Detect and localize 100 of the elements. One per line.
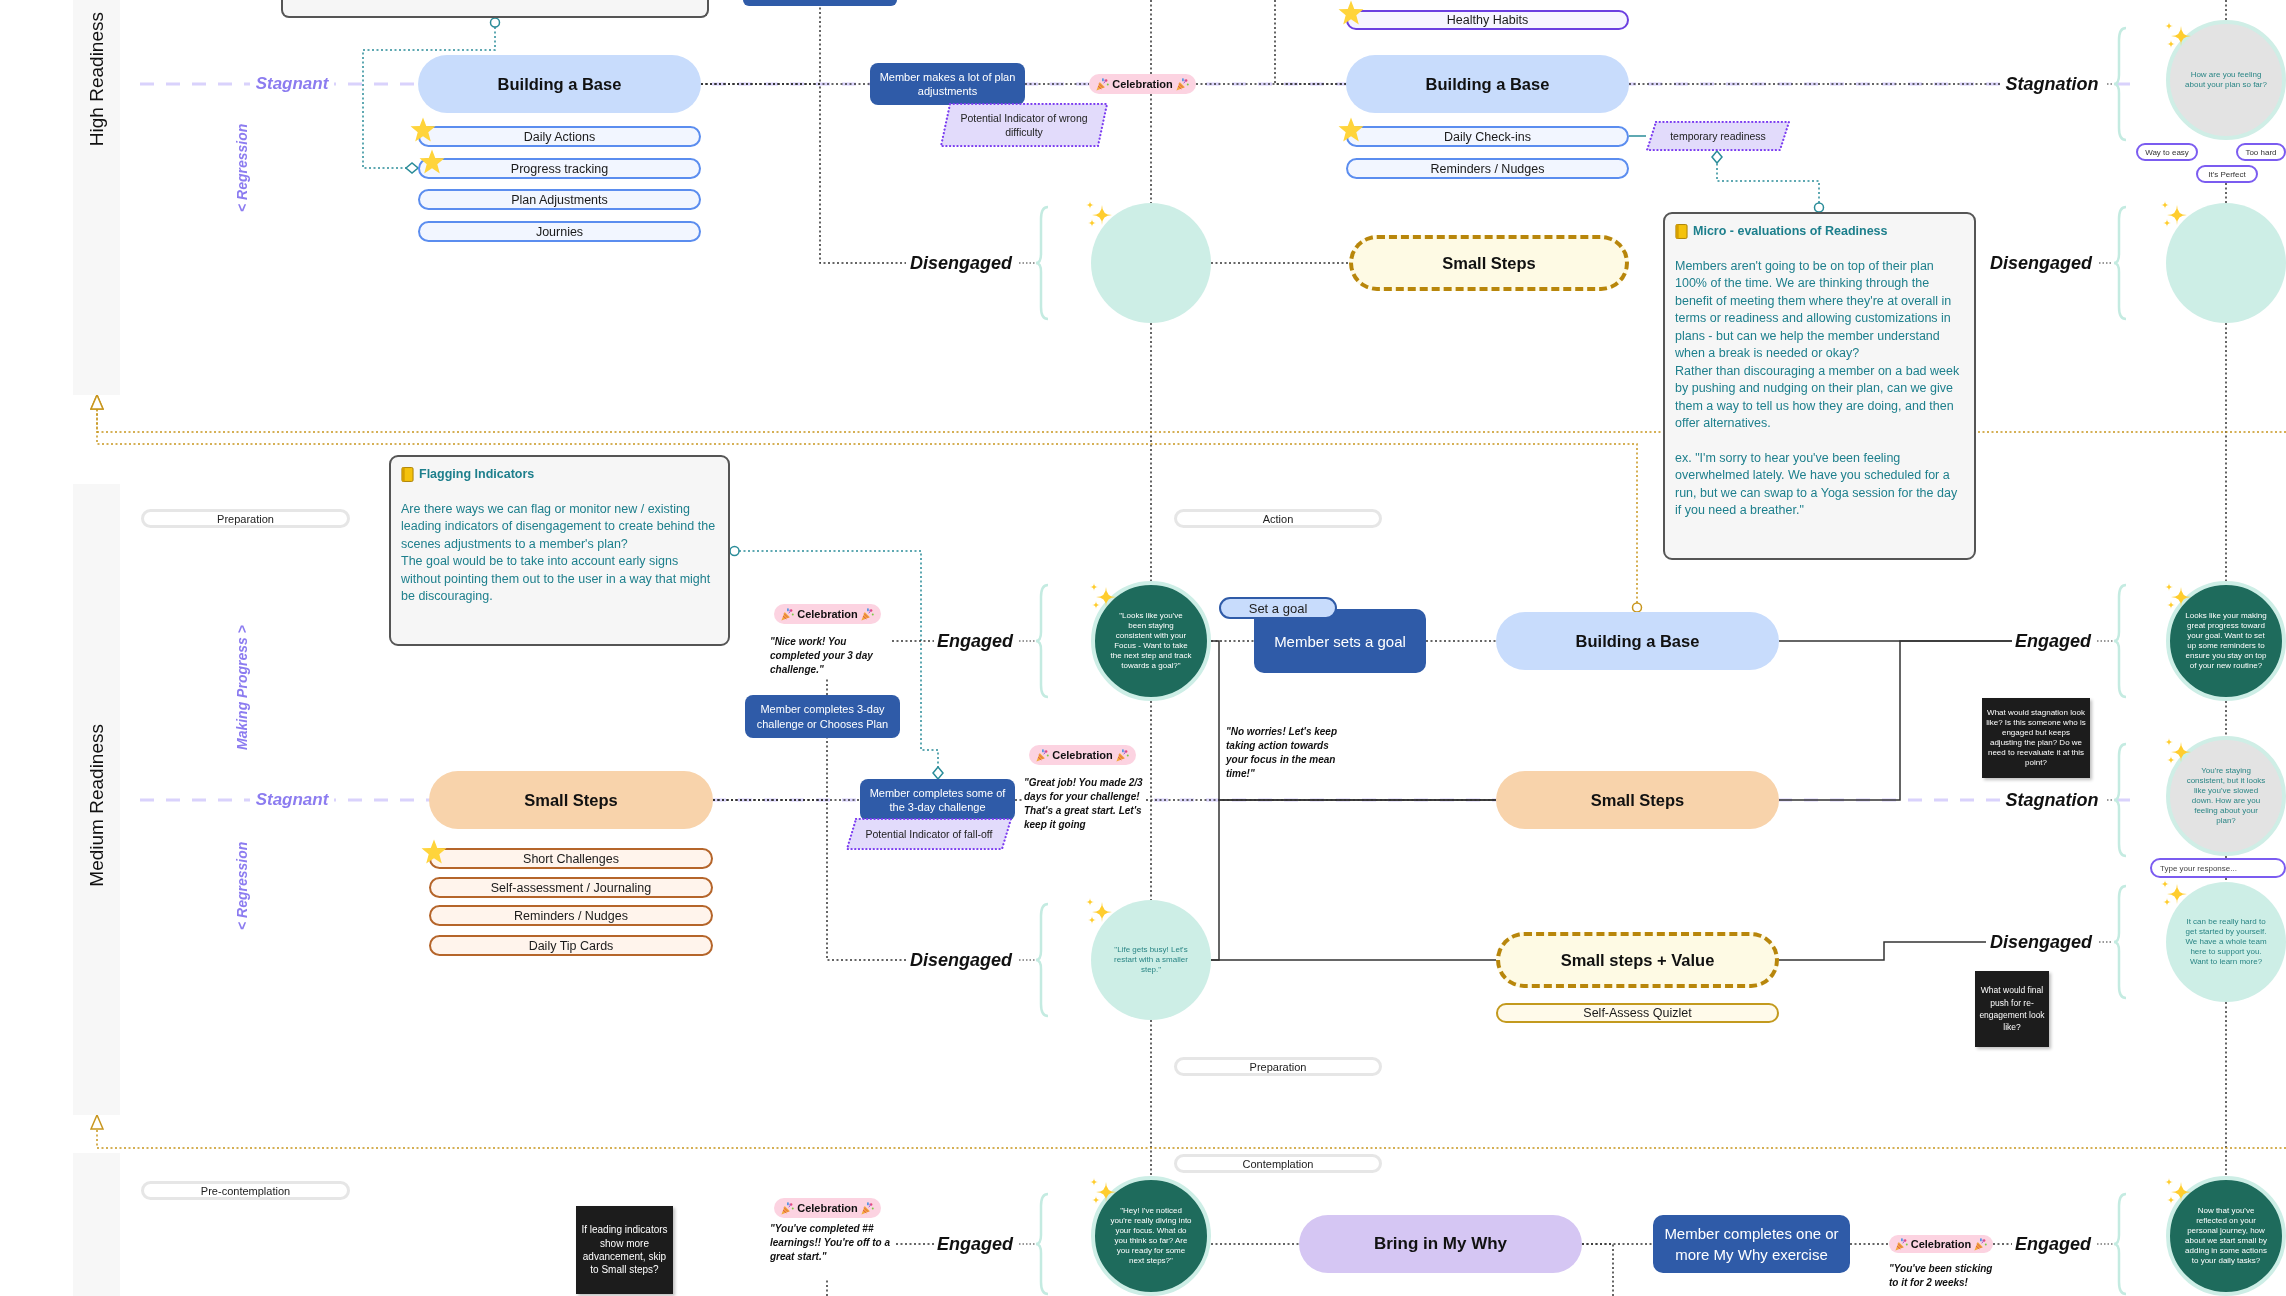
celebration-tag — [1889, 1235, 1993, 1253]
connector — [90, 1114, 2286, 1149]
tag-label: Potential Indicator of fall-off — [865, 827, 993, 841]
feature-pill: Reminders / Nudges — [1346, 158, 1629, 179]
reply-chip: Too hard — [2236, 143, 2286, 161]
connector — [2225, 0, 2227, 21]
pill-label: Short Challenges — [523, 851, 619, 866]
tag-label: temporary readiness — [1670, 129, 1766, 143]
note-card — [281, 0, 709, 18]
tag-label: Celebration — [1910, 1238, 1972, 1250]
tag-label: Celebration — [797, 608, 858, 620]
connector — [2225, 182, 2227, 204]
indicator-tag — [940, 103, 1108, 147]
event-box: Member completes one or more My Why exercise — [1653, 1215, 1850, 1273]
pill-label: Progress tracking — [510, 161, 609, 176]
connector — [1778, 640, 2013, 801]
direction-label: Making Progress > — [233, 624, 251, 753]
event-box — [743, 0, 897, 6]
sticky-note: If leading indicators show more advancement, skip to Small steps? — [576, 1206, 673, 1294]
bubble-text: "Hey! I've noticed you're really diving into your focus. What do you think so far? Are you ready for some next steps?" — [1110, 1206, 1192, 1266]
connector — [2225, 322, 2227, 582]
lane-title: High Readiness — [85, 12, 108, 147]
tag-label: Celebration — [1052, 749, 1113, 761]
connector — [700, 83, 907, 264]
connector — [2225, 1001, 2227, 1177]
event-box: Member completes some of the 3-day challenge — [860, 779, 1015, 821]
strategy-pill: Small Steps — [1496, 771, 1779, 829]
celebration-tag — [1089, 74, 1196, 94]
direction-label: < Regression — [233, 122, 251, 215]
celebration-tag — [774, 604, 881, 624]
connector — [2225, 700, 2227, 737]
connector — [1150, 1019, 1152, 1177]
input-field: Type your response... — [2150, 858, 2286, 878]
bubble-text: "Looks like you've been staying consistent with your Focus - Want to take the next step and track towards a goal?" — [1110, 611, 1192, 671]
feature-pill: Self-Assess Quizlet — [1496, 1003, 1779, 1023]
tag-label: Celebration — [1112, 78, 1173, 90]
reply-chip: Way to easy — [2136, 143, 2198, 161]
connector — [1628, 135, 1647, 137]
connector — [1425, 640, 1497, 642]
tag-label: Celebration — [797, 1202, 858, 1214]
bubble-text: You're staying consistent, but it looks like you've slowed down. How are you feeling about your plan? — [2185, 766, 2267, 826]
feature-pill: Reminders / Nudges — [429, 905, 713, 926]
bubble-text: How are you feeling about your plan so far? — [2185, 70, 2267, 90]
connector — [1711, 150, 1825, 213]
bubble-text: It can be really hard to get started by yourself. We have a whole team here to support you. Want to learn more? — [2184, 917, 2268, 967]
connector — [1150, 700, 1152, 901]
connector — [826, 1279, 828, 1296]
celebration-tag — [774, 1198, 881, 1218]
note-text: Members aren't going to be on top of their plan 100% of the time. We are thinking through the benefit of meeting them where they're at overall in terms or readiness and allowing customizations in plans - but can we help the member understand when a break is needed or okay? — [1675, 257, 1953, 362]
note-text: Are there ways we can flag or monitor new / existing leading indicators of disengagement to create behind the scenes adjustments to a member's plan? — [401, 500, 717, 553]
strategy-pill: Small Steps — [1349, 235, 1629, 291]
swimlane-band — [73, 0, 120, 395]
note-text: Rather than discouraging a member on a bad week by pushing and nudging on their plan, can we give them a way to tell us how they are doing, and then offer alternatives. — [1675, 362, 1961, 432]
phase-pill: Pre-contemplation — [141, 1181, 350, 1200]
connector — [2225, 855, 2227, 859]
note-heading: Flagging Indicators — [419, 466, 535, 483]
swimlane-band — [73, 484, 120, 1115]
feature-pill: Daily Tip Cards — [429, 935, 713, 956]
note-text: ex. "I'm sorry to hear you've been feeling overwhelmed lately. We have you scheduled for a run, but we can swap to a Yoga session for the day if you need a breather." — [1675, 449, 1959, 519]
bubble-text: Looks like your making great progress toward your goal. Want to set up some reminders to ensure you stay on top of your new routine? — [2185, 611, 2267, 671]
indicator-tag — [1646, 121, 1790, 151]
sticky-note: What would final push for re-engagement look like? — [1975, 971, 2049, 1047]
event-box: Member completes 3-day challenge or Chooses Plan — [745, 695, 900, 738]
connector — [1628, 83, 2001, 85]
connector — [1274, 0, 1347, 85]
phase-pill: Action — [1174, 509, 1382, 528]
tag-label: Potential Indicator of wrong difficulty — [959, 111, 1089, 139]
pill-label: Daily Actions — [523, 129, 596, 144]
note-text: The goal would be to take into account early signs without pointing them out to the user in a way that might be discouraging. — [401, 553, 712, 605]
feature-pill: Self-assessment / Journaling — [429, 877, 713, 898]
connector — [1150, 0, 1152, 75]
phase-pill: Preparation — [141, 509, 350, 528]
phase-pill: Contemplation — [1174, 1154, 1382, 1173]
strategy-pill: Bring in My Why — [1299, 1215, 1582, 1273]
connector — [1849, 1243, 1890, 1245]
connector — [712, 799, 907, 961]
direction-label: < Regression — [233, 840, 251, 933]
bubble-text: "Life gets busy! Let's restart with a smaller step." — [1113, 945, 1189, 975]
strategy-pill: Building a Base — [1496, 612, 1779, 670]
indicator-tag — [846, 818, 1012, 850]
note-heading: Micro - evaluations of Readiness — [1693, 223, 1888, 240]
connector — [1581, 1243, 1614, 1296]
strategy-pill: Building a Base — [418, 55, 701, 113]
sticky-note: What would stagnation look like? Is this someone who is engaged but keeps adjusting the plan? Do we need to reevaluate it at this point? — [1982, 698, 2090, 778]
reply-chip: It's Perfect — [2196, 165, 2258, 183]
connector — [729, 545, 944, 780]
connector — [362, 17, 501, 174]
note-card — [389, 455, 730, 646]
connector — [1150, 322, 1152, 582]
phase-pill: Preparation — [1174, 1057, 1382, 1076]
celebration-tag — [1029, 745, 1136, 765]
action-tag: Set a goal — [1219, 597, 1337, 619]
connector — [1210, 1243, 1300, 1245]
connector — [826, 678, 828, 696]
connector — [1150, 93, 1152, 204]
connector — [1778, 941, 1987, 961]
lane-title: Medium Readiness — [85, 724, 108, 887]
feature-pill: Plan Adjustments — [418, 189, 701, 210]
pill-label: Healthy Habits — [1446, 13, 1529, 27]
pill-label: Daily Check-ins — [1444, 129, 1531, 144]
